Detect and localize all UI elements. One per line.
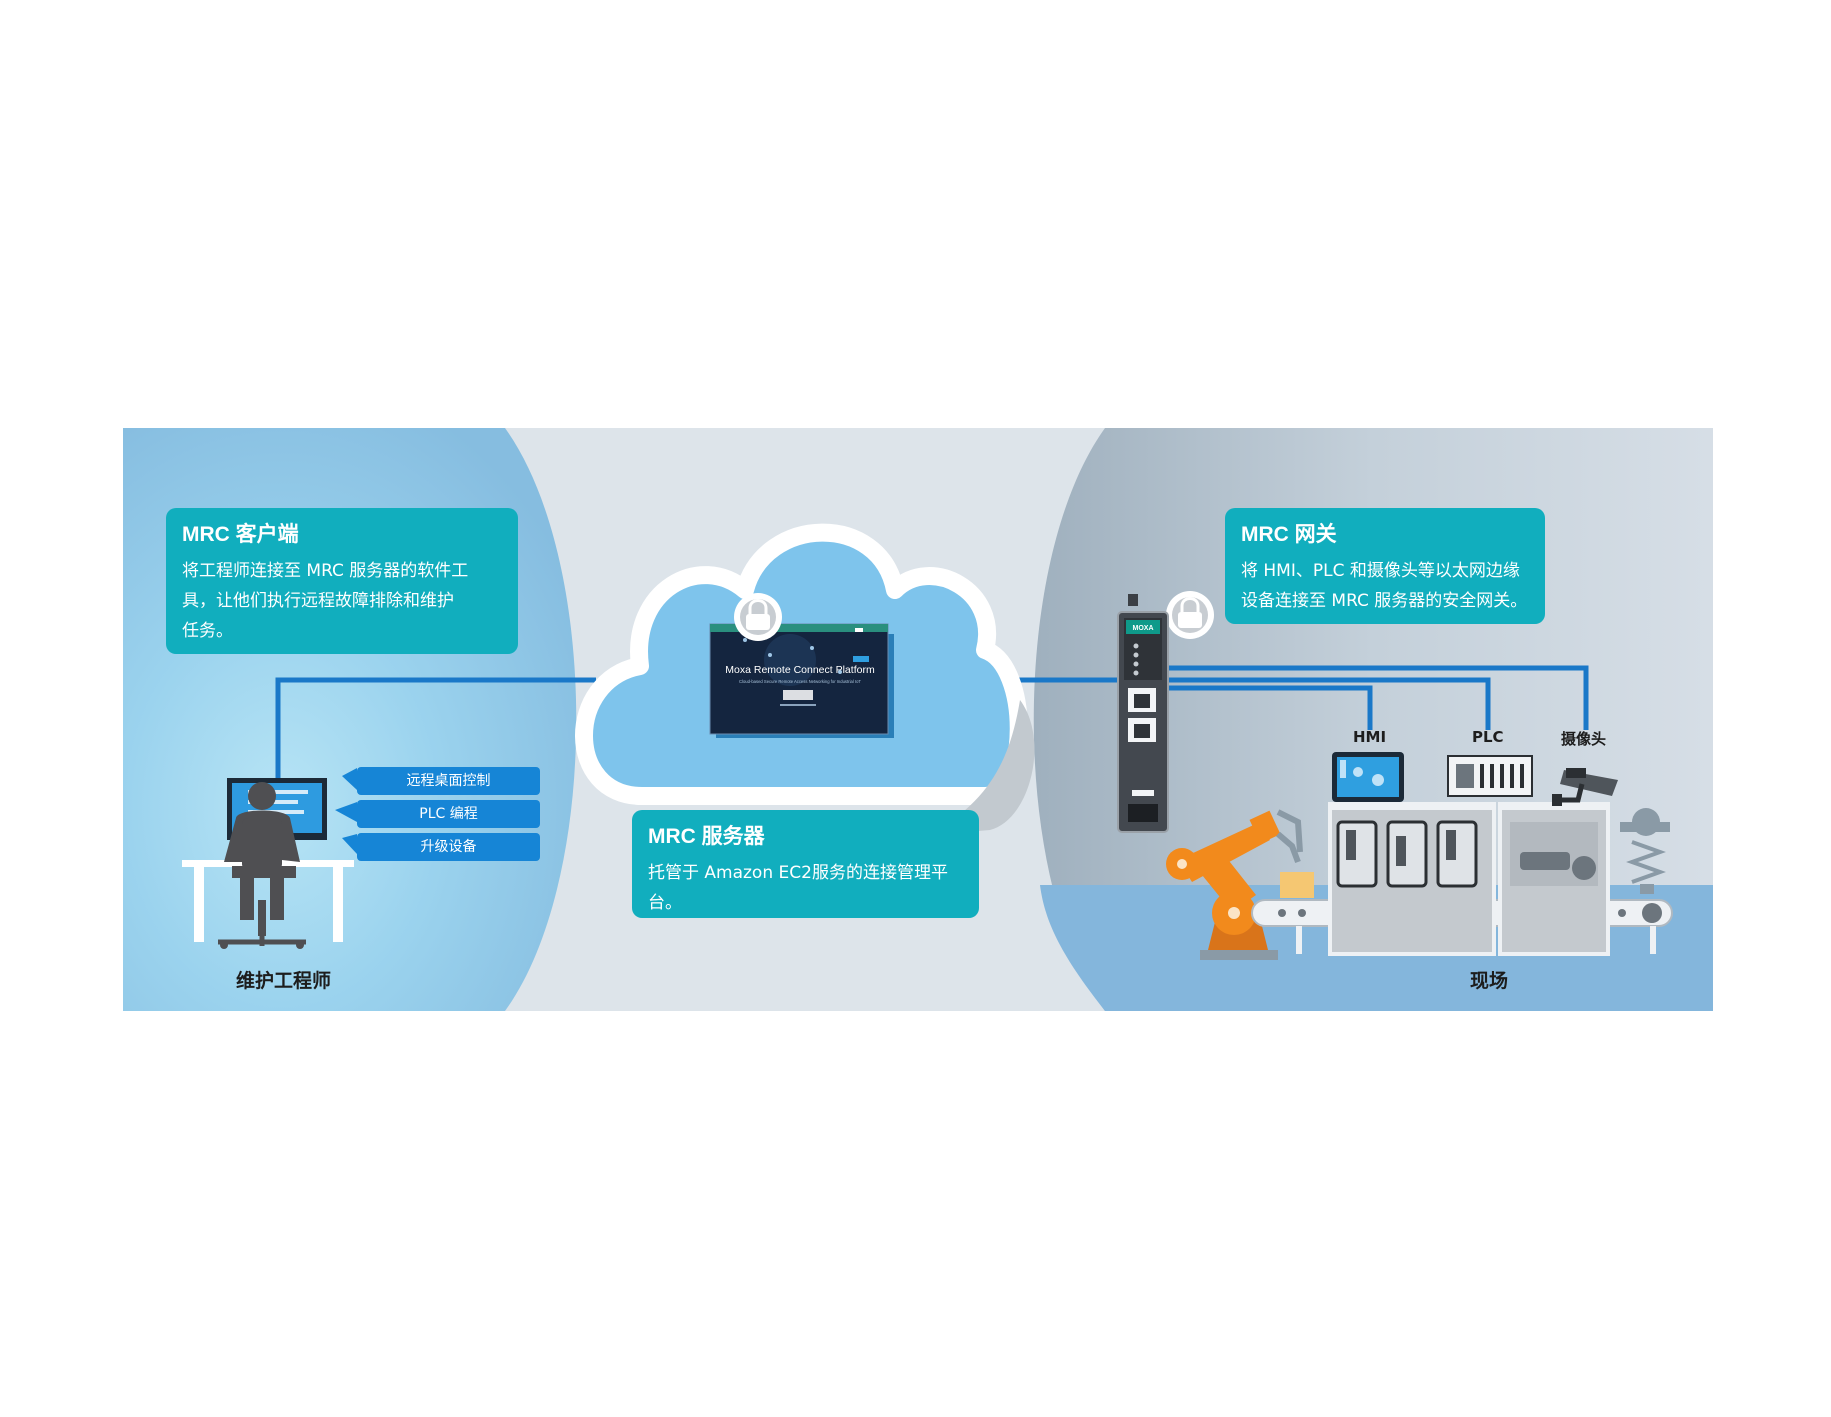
engineer-figure [218,782,306,949]
mrc-client-description-line: 具，让他们执行远程故障排除和维护 [182,591,454,611]
mrc-gateway-panel: MRC 网关 将 HMI、PLC 和摄像头等以太网边缘 设备连接至 MRC 服务… [1225,508,1545,624]
press-machine [1620,808,1670,894]
task-remote-desktop: 远程桌面控制 [357,767,540,795]
gateway-device [1117,594,1169,833]
mrc-server-description: 托管于 Amazon EC2服务的连接管理平台。 [648,863,948,913]
platform-screen-title: Moxa Remote Connect Platform [725,664,875,676]
platform-screen-subtitle: Cloud-based Secure Remote Access Network… [739,679,861,684]
mrc-server-title: MRC 服务器 [648,825,765,848]
mrc-client-description: 将工程师连接至 MRC 服务器的软件工 具，让他们执行远程故障排除和维护 任务。 [182,556,502,646]
hmi-link-line [1168,685,1373,730]
plc-link-line [1168,677,1491,730]
hmi-device-icon [1332,752,1404,802]
camera-label: 摄像头 [1561,730,1607,748]
network-links [275,665,1589,790]
mrc-gateway-description: 将 HMI、PLC 和摄像头等以太网边缘 设备连接至 MRC 服务器的安全网关。 [1241,556,1529,616]
engineer-caption: 维护工程师 [236,970,332,992]
mrc-client-description-line: 将工程师连接至 MRC 服务器的软件工 [182,561,469,581]
task-callout-pointers [335,768,357,854]
task-plc-programming: PLC 编程 [357,800,540,828]
mrc-gateway-description-line: 将 HMI、PLC 和摄像头等以太网边缘 [1241,561,1520,581]
plc-label: PLC [1472,728,1504,746]
mrc-client-panel: MRC 客户端 将工程师连接至 MRC 服务器的软件工 具，让他们执行远程故障排… [166,508,518,654]
cloud-lock-icon [734,593,782,641]
gateway-lock-icon [1166,591,1214,639]
hmi-label: HMI [1353,728,1387,746]
mrc-server-panel: MRC 服务器 托管于 Amazon EC2服务的连接管理平台。 [632,810,979,918]
camera-link-line [1168,665,1589,730]
client-link-line [275,677,596,790]
platform-screen [709,623,894,738]
task-upgrade-device: 升级设备 [357,833,540,861]
mrc-gateway-title: MRC 网关 [1241,523,1337,546]
mrc-gateway-description-line: 设备连接至 MRC 服务器的安全网关。 [1241,591,1528,611]
machine-cabinet-left [1328,802,1496,956]
mrc-client-description-line: 任务。 [182,621,233,641]
robot-arm [1166,809,1314,960]
machine-cabinet-right [1498,802,1610,956]
gateway-brand-label: MOXA [1133,625,1154,632]
camera-device-icon [1552,768,1618,806]
mrc-client-title: MRC 客户端 [182,523,299,546]
plc-device-icon [1447,755,1533,797]
field-caption: 现场 [1470,970,1509,992]
